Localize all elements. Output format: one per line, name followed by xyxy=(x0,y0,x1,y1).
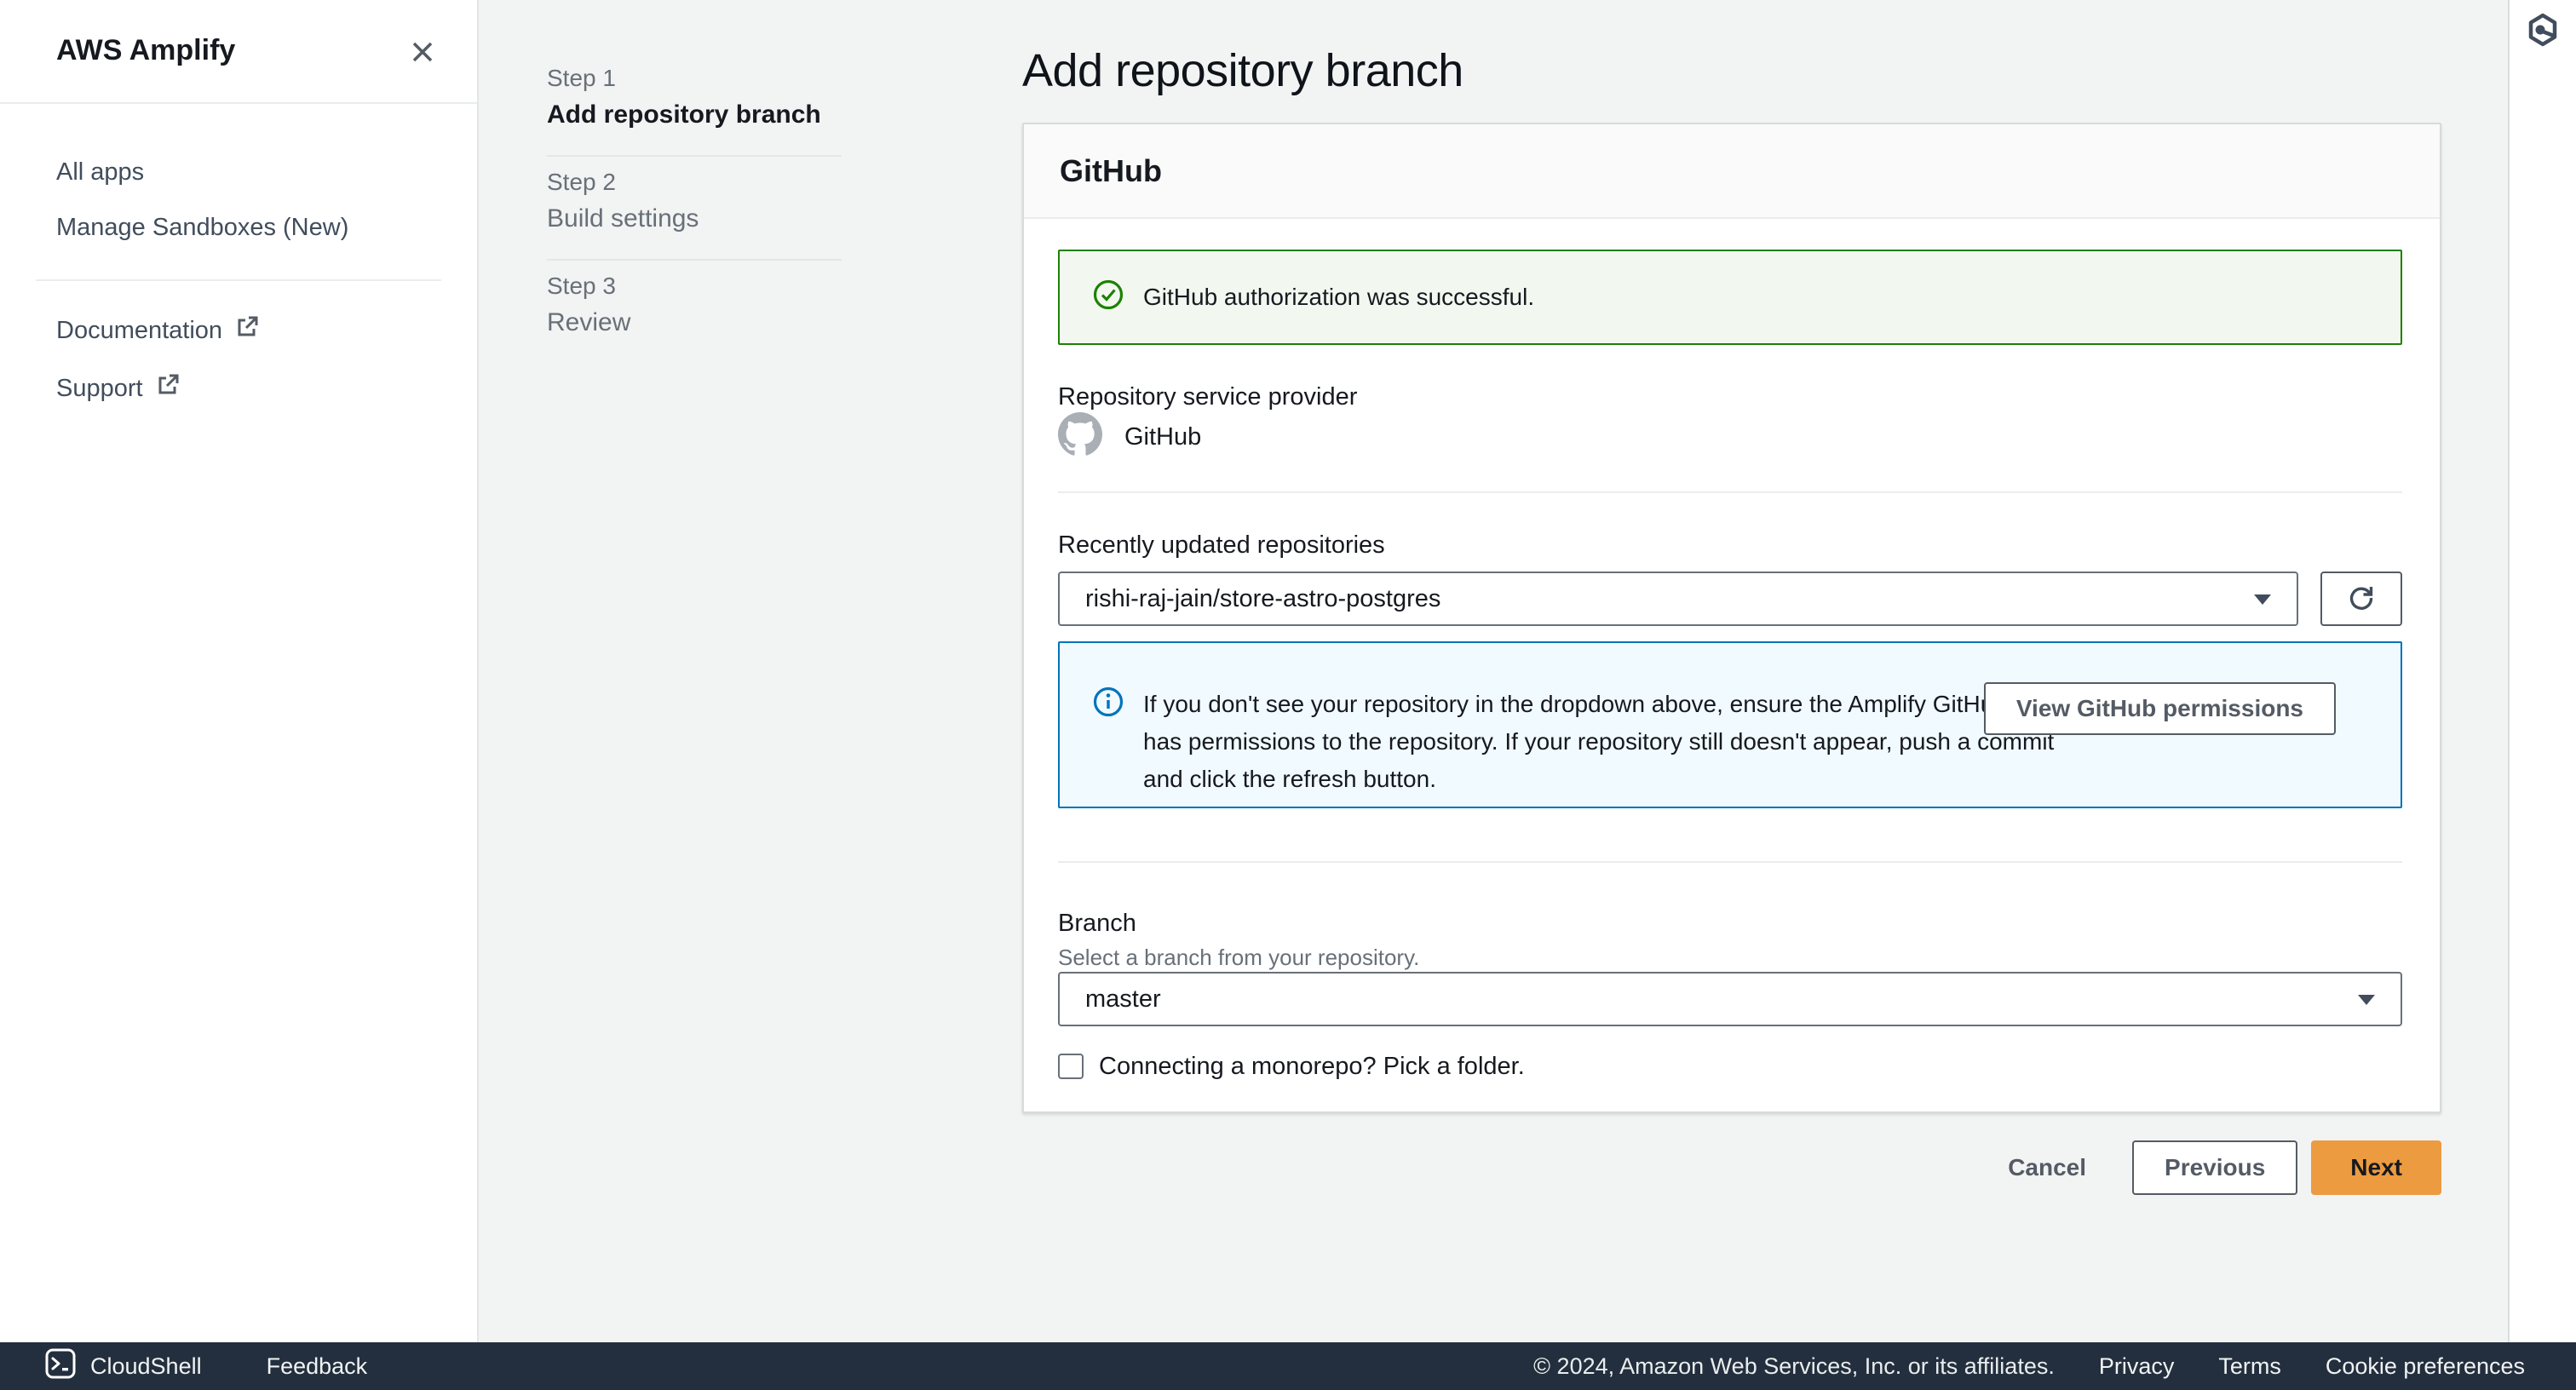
step-label: Review xyxy=(547,308,631,336)
wizard-step-3[interactable]: Step 3 Review xyxy=(547,259,842,363)
monorepo-checkbox-label: Connecting a monorepo? Pick a folder. xyxy=(1099,1052,1525,1080)
feedback-button[interactable]: Feedback xyxy=(266,1353,368,1379)
repository-select-row: rishi-raj-jain/store-astro-postgres xyxy=(1058,572,2402,626)
sidebar-title: AWS Amplify xyxy=(56,34,236,66)
amazon-q-button[interactable] xyxy=(2525,12,2561,50)
footer-link-terms[interactable]: Terms xyxy=(2218,1353,2281,1379)
close-icon xyxy=(408,37,437,69)
branch-description: Select a branch from your repository. xyxy=(1058,945,1420,970)
main-content: Step 1 Add repository branch Step 2 Buil… xyxy=(480,0,2506,1342)
footer-link-privacy[interactable]: Privacy xyxy=(2098,1353,2175,1379)
provider-value: GitHub xyxy=(1124,422,1202,451)
repository-select[interactable]: rishi-raj-jain/store-astro-postgres xyxy=(1058,572,2299,626)
step-label: Add repository branch xyxy=(547,101,821,129)
console-footer: CloudShell Feedback © 2024, Amazon Web S… xyxy=(0,1342,2576,1390)
refresh-icon xyxy=(2346,583,2377,616)
amazon-q-icon xyxy=(2525,13,2561,50)
footer-copyright: © 2024, Amazon Web Services, Inc. or its… xyxy=(1533,1353,2055,1379)
view-github-permissions-button[interactable]: View GitHub permissions xyxy=(1983,682,2336,735)
cloudshell-label: CloudShell xyxy=(90,1353,202,1379)
wizard-steps: Step 1 Add repository branch Step 2 Buil… xyxy=(547,53,842,363)
info-alert: If you don't see your repository in the … xyxy=(1058,641,2402,808)
sidebar-divider xyxy=(36,279,441,281)
sidebar-link-documentation[interactable]: Documentation xyxy=(0,302,477,359)
github-card-header: GitHub xyxy=(1024,124,2440,219)
github-logo-icon xyxy=(1058,411,1102,462)
monorepo-checkbox-row[interactable]: Connecting a monorepo? Pick a folder. xyxy=(1058,1052,2402,1080)
footer-link-cookie-preferences[interactable]: Cookie preferences xyxy=(2325,1353,2525,1379)
provider-label: Repository service provider xyxy=(1058,383,1358,411)
sidebar-link-label: Support xyxy=(56,374,143,402)
sidebar-item-manage-sandboxes[interactable]: Manage Sandboxes (New) xyxy=(56,214,349,241)
cloudshell-button[interactable]: CloudShell xyxy=(44,1347,202,1386)
wizard-step-1[interactable]: Step 1 Add repository branch xyxy=(547,53,842,155)
close-sidebar-button[interactable] xyxy=(404,34,441,72)
sidebar-header: AWS Amplify xyxy=(0,0,477,104)
wizard-step-2[interactable]: Step 2 Build settings xyxy=(547,155,842,259)
help-panel-rail xyxy=(2508,0,2576,1342)
provider-row: GitHub xyxy=(1058,411,2402,462)
sidebar-nav: All apps Manage Sandboxes (New) Document… xyxy=(0,104,477,417)
sidebar-link-label: Documentation xyxy=(56,316,223,344)
cancel-button[interactable]: Cancel xyxy=(1999,1140,2095,1195)
external-link-icon xyxy=(234,314,260,347)
section-divider xyxy=(1058,861,2402,863)
refresh-repositories-button[interactable] xyxy=(2320,572,2402,626)
repository-select-value: rishi-raj-jain/store-astro-postgres xyxy=(1085,584,1441,612)
chevron-down-icon xyxy=(2252,585,2273,612)
success-alert-text: GitHub authorization was successful. xyxy=(1143,284,1535,310)
section-divider xyxy=(1058,491,2402,493)
previous-button[interactable]: Previous xyxy=(2132,1140,2298,1195)
step-number: Step 3 xyxy=(547,273,616,299)
success-alert: GitHub authorization was successful. xyxy=(1058,250,2402,345)
cloudshell-icon xyxy=(44,1347,77,1386)
github-card-body: GitHub authorization was successful. Rep… xyxy=(1024,219,2440,1111)
step-number: Step 2 xyxy=(547,169,616,195)
branch-select-value: master xyxy=(1085,985,1161,1013)
wizard-actions: Cancel Previous Next xyxy=(1022,1140,2441,1195)
github-card: GitHub GitHub authorization was successf… xyxy=(1022,123,2441,1113)
sidebar-item-all-apps[interactable]: All apps xyxy=(56,158,145,186)
github-card-title: GitHub xyxy=(1060,152,1162,188)
check-circle-icon xyxy=(1092,279,1124,317)
external-link-icon xyxy=(155,372,181,405)
page-title: Add repository branch xyxy=(1022,45,1463,96)
step-number: Step 1 xyxy=(547,65,616,91)
branch-label: Branch xyxy=(1058,910,1136,937)
repositories-label: Recently updated repositories xyxy=(1058,531,1385,559)
next-button[interactable]: Next xyxy=(2311,1140,2441,1195)
info-alert-text: If you don't see your repository in the … xyxy=(1143,691,2055,792)
info-icon xyxy=(1092,686,1124,807)
wizard-content: Add repository branch GitHub GitHub auth… xyxy=(1022,0,2441,1195)
step-label: Build settings xyxy=(547,204,699,233)
sidebar-link-support[interactable]: Support xyxy=(0,359,477,417)
sidebar: AWS Amplify All apps Manage Sandboxes (N… xyxy=(0,0,479,1342)
branch-select[interactable]: master xyxy=(1058,972,2402,1026)
chevron-down-icon xyxy=(2356,985,2377,1013)
monorepo-checkbox[interactable] xyxy=(1058,1054,1084,1079)
